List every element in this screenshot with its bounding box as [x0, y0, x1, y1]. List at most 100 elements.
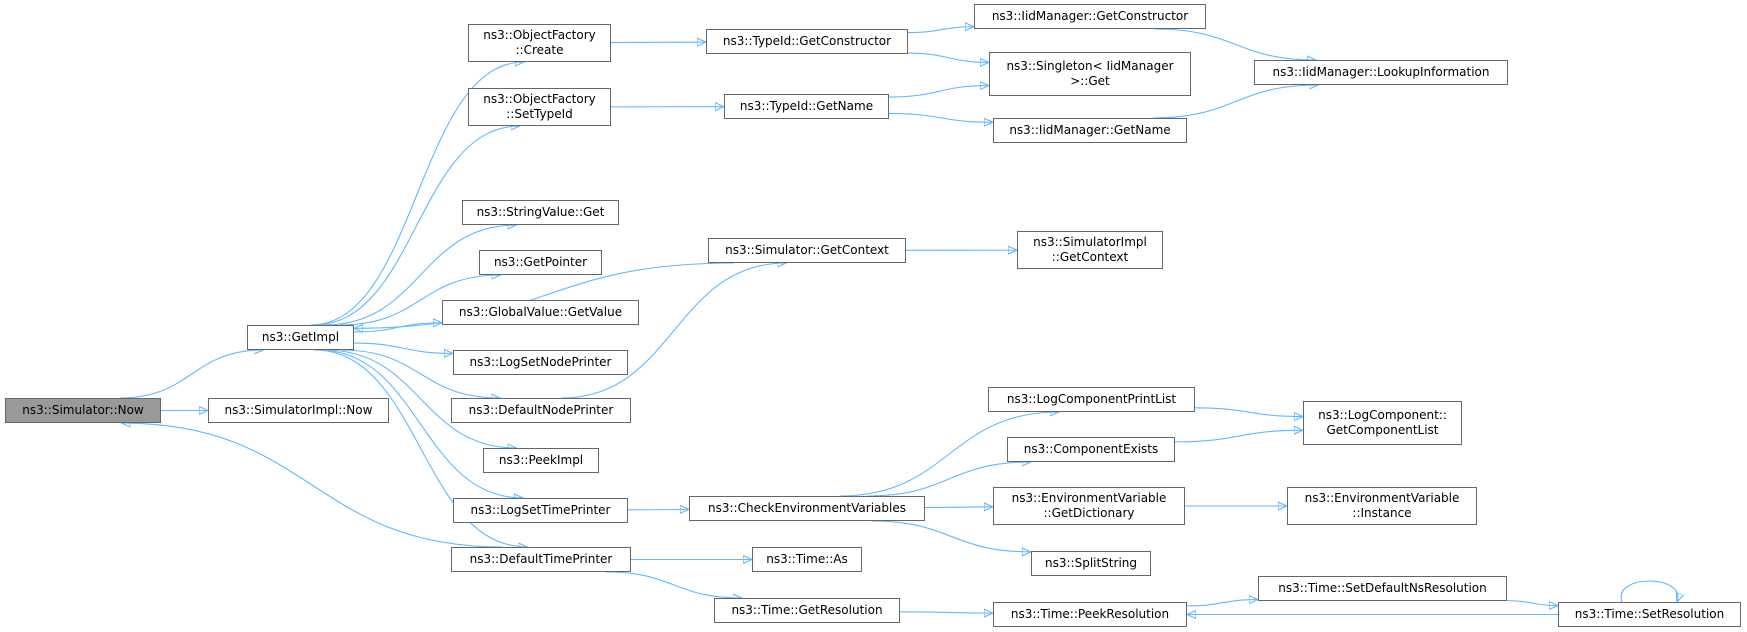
node-tidgetconstructor[interactable]: ns3::TypeId::GetConstructor: [706, 29, 908, 54]
edge-getimpl-to-defaultnodeprinter: [341, 349, 500, 398]
node-simimplgetcontext[interactable]: ns3::SimulatorImpl::GetContext: [1017, 231, 1163, 269]
edge-ofcreate-to-tidgetconstructor: [610, 42, 706, 43]
node-label: ns3::LogSetNodePrinter: [469, 355, 612, 369]
node-label: ns3::TypeId::GetConstructor: [722, 34, 892, 48]
node-label: ns3::GlobalValue::GetValue: [458, 305, 623, 319]
edge-tidgetconstructor-to-iidgetconstructor: [907, 27, 974, 34]
node-label: ns3::IidManager::LookupInformation: [1272, 65, 1490, 79]
node-label: ::GetDictionary: [1043, 506, 1135, 520]
node-gvgetvalue[interactable]: ns3::GlobalValue::GetValue: [442, 300, 639, 325]
node-label: ::GetContext: [1051, 250, 1129, 264]
edge-defaulttimeprinter-to-now: [121, 423, 503, 548]
node-peekimpl[interactable]: ns3::PeekImpl: [483, 448, 599, 473]
edge-timesetdefaultns-to-timesetres: [1506, 600, 1558, 606]
edge-checkenv-to-componentexists: [867, 462, 1031, 497]
node-logcompprintlist[interactable]: ns3::LogComponentPrintList: [988, 387, 1195, 412]
node-getpointer[interactable]: ns3::GetPointer: [479, 250, 602, 275]
node-label: ::Instance: [1352, 506, 1412, 520]
node-label: ns3::LogSetTimePrinter: [470, 503, 611, 517]
node-label: ns3::EnvironmentVariable: [1011, 491, 1167, 505]
edge-getimpl-to-defaulttimeprinter: [314, 349, 527, 547]
node-label: ns3::GetPointer: [493, 255, 588, 269]
edge-iidgetconstructor-to-iidlookup: [1154, 28, 1316, 60]
node-logsetnodeprinter[interactable]: ns3::LogSetNodePrinter: [453, 350, 628, 375]
node-label: ns3::Time::SetResolution: [1574, 607, 1725, 621]
node-checkenv[interactable]: ns3::CheckEnvironmentVariables: [689, 496, 925, 521]
node-label: ns3::TypeId::GetName: [739, 99, 874, 113]
node-label: ns3::PeekImpl: [498, 453, 584, 467]
node-label: ns3::Simulator::GetContext: [725, 243, 889, 257]
edge-getimpl-to-stringvalueget: [324, 225, 517, 326]
edge-defaultnodeprinter-to-simgetcontext: [561, 263, 786, 399]
node-simimplnow[interactable]: ns3::SimulatorImpl::Now: [208, 398, 389, 423]
node-iidlookup[interactable]: ns3::IidManager::LookupInformation: [1254, 60, 1508, 85]
node-label: >::Get: [1070, 74, 1110, 88]
edge-logcompprintlist-to-logcompgetlist: [1194, 407, 1303, 417]
node-label: ns3::Simulator::Now: [22, 403, 144, 417]
edge-timegetres-to-timepeekres: [899, 612, 993, 613]
node-logsettimeprinter[interactable]: ns3::LogSetTimePrinter: [453, 498, 628, 523]
node-label: ns3::Time::SetDefaultNsResolution: [1278, 581, 1487, 595]
edge-componentexists-to-logcompgetlist: [1174, 430, 1303, 443]
edge-getimpl-to-getpointer: [340, 275, 501, 326]
node-label: ns3::ObjectFactory: [483, 28, 596, 42]
node-defaulttimeprinter[interactable]: ns3::DefaultTimePrinter: [451, 547, 631, 572]
node-label: ::Create: [515, 43, 564, 57]
edge-simgetcontext-to-getimpl: [354, 262, 735, 328]
edge-getimpl-to-peekimpl: [324, 349, 517, 448]
node-label: ns3::DefaultNodePrinter: [468, 403, 614, 417]
edge-checkenv-to-envgetdict: [924, 507, 993, 508]
node-componentexists[interactable]: ns3::ComponentExists: [1007, 437, 1175, 462]
node-label: ns3::SplitString: [1045, 556, 1137, 570]
node-timegetres[interactable]: ns3::Time::GetResolution: [714, 598, 900, 623]
edge-checkenv-to-splitstring: [871, 520, 1031, 552]
node-label: ns3::CheckEnvironmentVariables: [708, 501, 906, 515]
node-splitstring[interactable]: ns3::SplitString: [1031, 551, 1151, 576]
node-stringvalueget[interactable]: ns3::StringValue::Get: [462, 200, 619, 225]
node-logcompgetlist[interactable]: ns3::LogComponent::GetComponentList: [1303, 401, 1462, 445]
node-label: GetComponentList: [1326, 423, 1439, 437]
node-now: ns3::Simulator::Now: [5, 398, 161, 423]
node-envgetdict[interactable]: ns3::EnvironmentVariable::GetDictionary: [993, 487, 1185, 525]
node-label: ns3::SimulatorImpl: [1033, 235, 1147, 249]
edge-getimpl-to-ofsettypeid: [313, 126, 519, 326]
node-iidgetname[interactable]: ns3::IidManager::GetName: [993, 118, 1187, 143]
node-label: ns3::IidManager::GetName: [1009, 123, 1171, 137]
node-label: ns3::Time::GetResolution: [731, 603, 883, 617]
node-label: ns3::LogComponentPrintList: [1006, 392, 1177, 406]
edge-getimpl-to-ofcreate: [310, 62, 524, 326]
edge-getimpl-to-logsettimeprinter: [317, 349, 523, 498]
edge-iidgetname-to-iidlookup: [1152, 85, 1319, 119]
node-label: ns3::SimulatorImpl::Now: [224, 403, 373, 417]
node-label: ::SetTypeId: [506, 107, 573, 121]
node-iidgetconstructor[interactable]: ns3::IidManager::GetConstructor: [974, 4, 1206, 29]
node-label: ns3::Time::As: [766, 552, 848, 566]
edge-checkenv-to-logcompprintlist: [839, 412, 1059, 497]
edge-tidgetconstructor-to-singletonget: [907, 52, 989, 62]
node-label: ns3::EnvironmentVariable: [1304, 491, 1460, 505]
edge-timesetres-to-timesetres: [1620, 580, 1678, 602]
node-getimpl[interactable]: ns3::GetImpl: [247, 325, 354, 350]
node-label: ns3::Singleton< IidManager: [1006, 59, 1174, 73]
node-label: ns3::ComponentExists: [1023, 442, 1159, 456]
edge-getimpl-to-logsetnodeprinter: [353, 342, 453, 353]
node-timeas[interactable]: ns3::Time::As: [752, 547, 862, 572]
edge-defaulttimeprinter-to-timegetres: [606, 571, 742, 598]
node-label: ns3::IidManager::GetConstructor: [991, 9, 1189, 23]
node-ofsettypeid[interactable]: ns3::ObjectFactory::SetTypeId: [468, 88, 611, 126]
node-label: ns3::ObjectFactory: [483, 92, 596, 106]
node-envinstance[interactable]: ns3::EnvironmentVariable::Instance: [1287, 487, 1477, 525]
node-singletonget[interactable]: ns3::Singleton< IidManager>::Get: [989, 52, 1191, 96]
node-defaultnodeprinter[interactable]: ns3::DefaultNodePrinter: [451, 398, 631, 423]
node-ofcreate[interactable]: ns3::ObjectFactory::Create: [468, 24, 611, 62]
node-label: ns3::Time::PeekResolution: [1010, 607, 1170, 621]
node-timesetdefaultns[interactable]: ns3::Time::SetDefaultNsResolution: [1258, 576, 1507, 601]
node-simgetcontext[interactable]: ns3::Simulator::GetContext: [708, 238, 906, 263]
edge-tidgetname-to-singletonget: [888, 86, 989, 98]
node-label: ns3::StringValue::Get: [476, 205, 605, 219]
node-timepeekres[interactable]: ns3::Time::PeekResolution: [993, 602, 1187, 627]
node-tidgetname[interactable]: ns3::TypeId::GetName: [724, 94, 889, 119]
node-timesetres[interactable]: ns3::Time::SetResolution: [1558, 602, 1741, 627]
